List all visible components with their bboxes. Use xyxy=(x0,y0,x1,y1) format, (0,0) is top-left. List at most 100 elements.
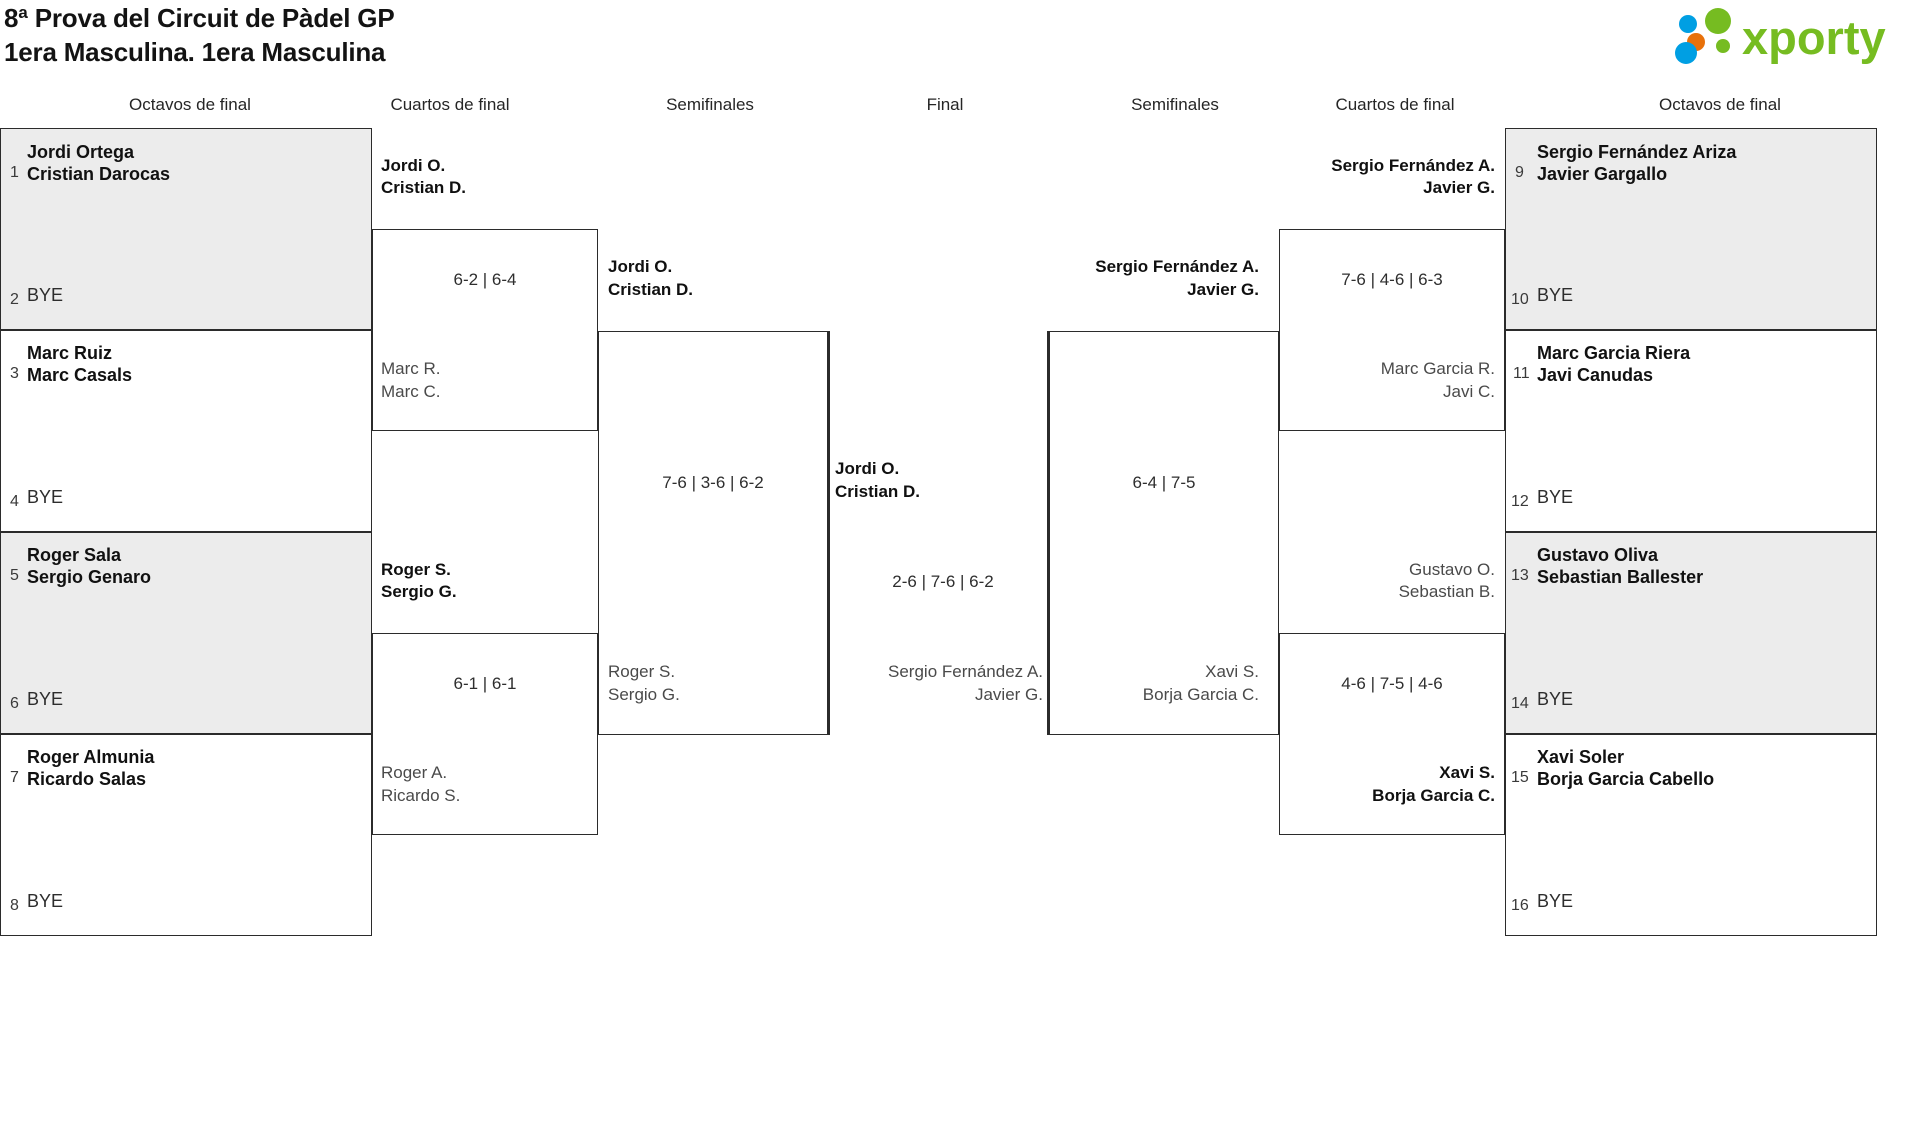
sf-right-score: 6-4 | 7-5 xyxy=(1132,473,1196,492)
qf-right-1-top-line2: Javier G. xyxy=(1423,178,1495,197)
xporty-logo[interactable]: xporty xyxy=(1666,8,1906,66)
r1-match-left-2[interactable] xyxy=(0,330,372,532)
qf-left-1-score: 6-2 | 6-4 xyxy=(453,270,517,289)
seed-number: 16 xyxy=(1511,897,1529,914)
team-name-line2: Marc Casals xyxy=(27,365,133,385)
qf-left-2-bottom-line2: Ricardo S. xyxy=(381,786,461,805)
round-header-final: Final xyxy=(926,95,964,114)
sf-right-bottom-line2: Borja Garcia C. xyxy=(1142,685,1259,704)
qf-left-1-bottom-line2: Marc C. xyxy=(381,382,441,401)
qf-left-2-top-line2: Sergio G. xyxy=(381,582,457,601)
team-name-bye: BYE xyxy=(1537,891,1574,911)
seed-number: 4 xyxy=(10,493,19,510)
team-name-line2: Javi Canudas xyxy=(1537,365,1654,385)
page-title: 8ª Prova del Circuit de Pàdel GP 1era Ma… xyxy=(4,2,395,70)
qf-match-right-2[interactable] xyxy=(1279,633,1505,835)
team-name-bye: BYE xyxy=(27,285,64,305)
final-top-line2: Cristian D. xyxy=(835,482,921,501)
round-header-left-sf: Semifinales xyxy=(666,95,754,114)
team-name-line1: Marc Ruiz xyxy=(27,343,113,363)
team-name-line1: Roger Sala xyxy=(27,545,122,565)
qf-right-1-score: 7-6 | 4-6 | 6-3 xyxy=(1341,270,1443,289)
qf-right-2-top-line1: Gustavo O. xyxy=(1409,560,1495,579)
seed-number: 14 xyxy=(1511,695,1529,712)
qf-left-1-top-line1: Jordi O. xyxy=(381,156,446,175)
qf-right-1-bottom-line2: Javi C. xyxy=(1443,382,1495,401)
team-name-line2: Borja Garcia Cabello xyxy=(1537,769,1715,789)
round-header-right-sf: Semifinales xyxy=(1131,95,1219,114)
team-name-line1: Gustavo Oliva xyxy=(1537,545,1659,565)
r1-match-right-1[interactable] xyxy=(1505,128,1877,330)
tournament-category: 1era Masculina. 1era Masculina xyxy=(4,36,386,67)
r1-match-right-2[interactable] xyxy=(1505,330,1877,532)
sf-right-bottom-line1: Xavi S. xyxy=(1205,662,1259,681)
seed-number: 15 xyxy=(1511,769,1529,786)
r1-match-right-3[interactable] xyxy=(1505,532,1877,734)
qf-match-right-1[interactable] xyxy=(1279,229,1505,431)
final-bottom-line2: Javier G. xyxy=(974,685,1043,704)
svg-text:xporty: xporty xyxy=(1742,11,1886,64)
sf-left-score: 7-6 | 3-6 | 6-2 xyxy=(662,473,764,492)
qf-right-2-score: 4-6 | 7-5 | 4-6 xyxy=(1341,674,1443,693)
final-bottom-line1: Sergio Fernández A. xyxy=(888,662,1043,681)
sf-right-top-line1: Sergio Fernández A. xyxy=(1095,257,1259,276)
seed-number: 2 xyxy=(10,291,19,308)
sf-match-left[interactable] xyxy=(598,331,828,735)
seed-number: 9 xyxy=(1515,164,1524,181)
r1-match-left-1[interactable] xyxy=(0,128,372,330)
seed-number: 12 xyxy=(1511,493,1529,510)
sf-left-bottom-line2: Sergio G. xyxy=(608,685,680,704)
seed-number: 13 xyxy=(1511,567,1529,584)
final-score: 2-6 | 7-6 | 6-2 xyxy=(892,572,994,591)
seed-number: 5 xyxy=(10,567,19,584)
qf-right-2-bottom-line2: Borja Garcia C. xyxy=(1372,786,1495,805)
final-top-line1: Jordi O. xyxy=(835,459,900,478)
qf-right-1-bottom-line1: Marc Garcia R. xyxy=(1380,359,1495,378)
team-name-line2: Sebastian Ballester xyxy=(1537,567,1704,587)
qf-match-left-2[interactable] xyxy=(372,633,598,835)
seed-number: 1 xyxy=(10,164,19,181)
connector-final-left xyxy=(828,331,830,735)
qf-left-1-bottom-line1: Marc R. xyxy=(381,359,441,378)
team-name-line1: Sergio Fernández Ariza xyxy=(1537,142,1737,162)
sf-match-right[interactable] xyxy=(1049,331,1279,735)
team-name-line1: Xavi Soler xyxy=(1537,747,1625,767)
qf-left-2-top-line1: Roger S. xyxy=(381,560,451,579)
r1-match-left-4[interactable] xyxy=(0,734,372,936)
seed-number: 8 xyxy=(10,897,19,914)
sf-left-top-line1: Jordi O. xyxy=(608,257,673,276)
round-header-left-qf: Cuartos de final xyxy=(390,95,510,114)
round-header-right-r16: Octavos de final xyxy=(1659,95,1781,114)
tournament-title: 8ª Prova del Circuit de Pàdel GP xyxy=(4,3,395,33)
team-name-line1: Marc Garcia Riera xyxy=(1537,343,1691,363)
seed-number: 10 xyxy=(1511,291,1529,308)
qf-left-1-top-line2: Cristian D. xyxy=(381,178,467,197)
seed-number: 11 xyxy=(1513,365,1530,382)
sf-right-top-line2: Javier G. xyxy=(1187,280,1259,299)
team-name-line2: Ricardo Salas xyxy=(27,769,147,789)
r1-match-left-3[interactable] xyxy=(0,532,372,734)
sf-left-bottom-line1: Roger S. xyxy=(608,662,676,681)
team-name-line1: Jordi Ortega xyxy=(27,142,135,162)
team-name-bye: BYE xyxy=(27,487,64,507)
team-name-bye: BYE xyxy=(27,689,64,709)
seed-number: 7 xyxy=(10,769,19,786)
round-header-right-qf: Cuartos de final xyxy=(1335,95,1455,114)
qf-right-2-top-line2: Sebastian B. xyxy=(1398,582,1495,601)
connector-final-right xyxy=(1047,331,1049,735)
qf-left-2-bottom-line1: Roger A. xyxy=(381,763,448,782)
qf-right-2-bottom-line1: Xavi S. xyxy=(1439,763,1495,782)
team-name-bye: BYE xyxy=(1537,487,1574,507)
team-name-bye: BYE xyxy=(1537,285,1574,305)
qf-left-2-score: 6-1 | 6-1 xyxy=(453,674,517,693)
team-name-line2: Sergio Genaro xyxy=(27,567,152,587)
seed-number: 3 xyxy=(10,365,19,382)
qf-match-left-1[interactable] xyxy=(372,229,598,431)
team-name-line2: Cristian Darocas xyxy=(27,164,171,184)
team-name-bye: BYE xyxy=(1537,689,1574,709)
team-name-bye: BYE xyxy=(27,891,64,911)
seed-number: 6 xyxy=(10,695,19,712)
team-name-line2: Javier Gargallo xyxy=(1537,164,1668,184)
round-header-left-r16: Octavos de final xyxy=(129,95,251,114)
r1-match-right-4[interactable] xyxy=(1505,734,1877,936)
